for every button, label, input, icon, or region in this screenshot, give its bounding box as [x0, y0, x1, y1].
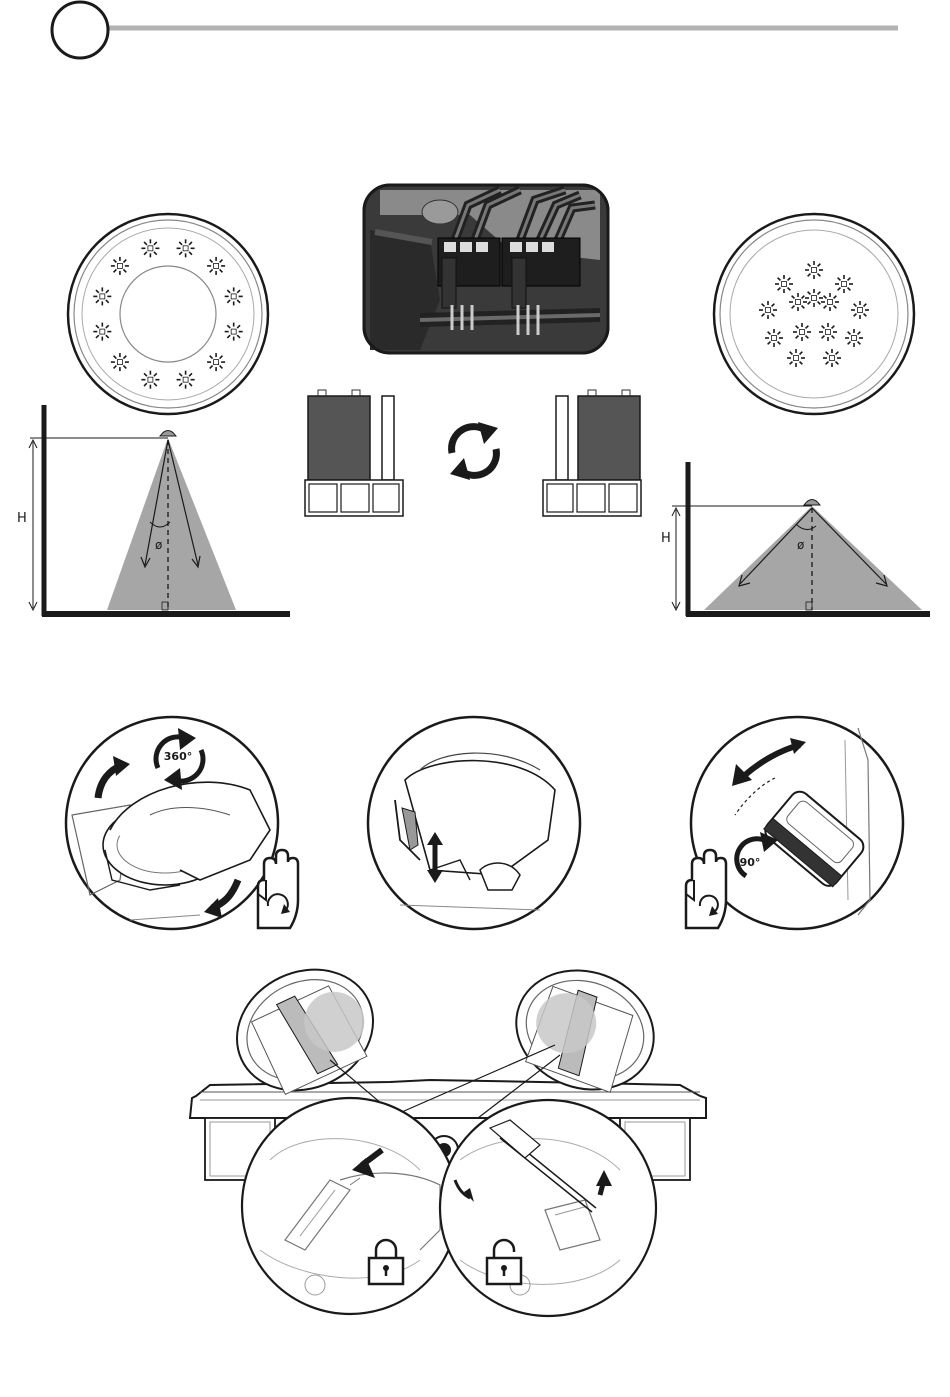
- led-glyph: [819, 323, 837, 341]
- tilt-label: 90°: [740, 856, 761, 869]
- height-label: H: [17, 511, 27, 526]
- led-glyph: [823, 349, 841, 367]
- led-glyph: [835, 275, 853, 293]
- led-glyph: [207, 257, 225, 275]
- narrow-optic-lens-top-view: [714, 214, 914, 414]
- beam-cone: [704, 506, 922, 610]
- led-glyph: [225, 323, 243, 341]
- led-glyph: [805, 289, 823, 307]
- module-position-b: [543, 390, 641, 516]
- led-glyph: [93, 323, 111, 341]
- rotate-head-illustration: [66, 717, 278, 929]
- connector-closeup: [364, 185, 608, 353]
- led-glyph: [207, 353, 225, 371]
- step-number-badge: [52, 2, 108, 58]
- hand-tilt-icon: [686, 850, 726, 928]
- led-glyph: [225, 287, 243, 305]
- led-glyph: [93, 287, 111, 305]
- wide-beam-diagram: H ø: [17, 405, 290, 616]
- swap-arrows-icon: [450, 422, 498, 480]
- wide-optic-lens-top-view: [68, 214, 268, 414]
- beam-cone: [107, 438, 236, 610]
- led-glyph: [111, 257, 129, 275]
- led-glyph: [141, 239, 159, 257]
- led-glyph: [759, 301, 777, 319]
- angle-label: ø: [155, 538, 162, 552]
- module-position-a: [305, 390, 403, 516]
- hand-rotate-icon: [258, 850, 298, 928]
- fixture-dome: [160, 431, 176, 437]
- height-label: H: [661, 531, 671, 546]
- clip-release-illustration: [368, 717, 580, 929]
- fixture-dome: [804, 500, 820, 506]
- unlock-detail: [440, 1100, 656, 1316]
- led-glyph: [177, 239, 195, 257]
- rotation-label: 360°: [164, 750, 192, 763]
- led-glyph: [765, 329, 783, 347]
- step-header: [52, 2, 898, 58]
- led-glyph: [141, 371, 159, 389]
- led-glyph: [805, 261, 823, 279]
- lock-detail: [242, 1098, 458, 1314]
- led-glyph: [821, 293, 839, 311]
- led-glyph: [845, 329, 863, 347]
- led-glyph: [789, 293, 807, 311]
- led-glyph: [111, 353, 129, 371]
- narrow-beam-diagram: H ø: [661, 462, 930, 616]
- led-glyph: [793, 323, 811, 341]
- angle-label: ø: [797, 538, 804, 552]
- led-glyph: [177, 371, 195, 389]
- led-glyph: [787, 349, 805, 367]
- led-glyph: [775, 275, 793, 293]
- led-glyph: [851, 301, 869, 319]
